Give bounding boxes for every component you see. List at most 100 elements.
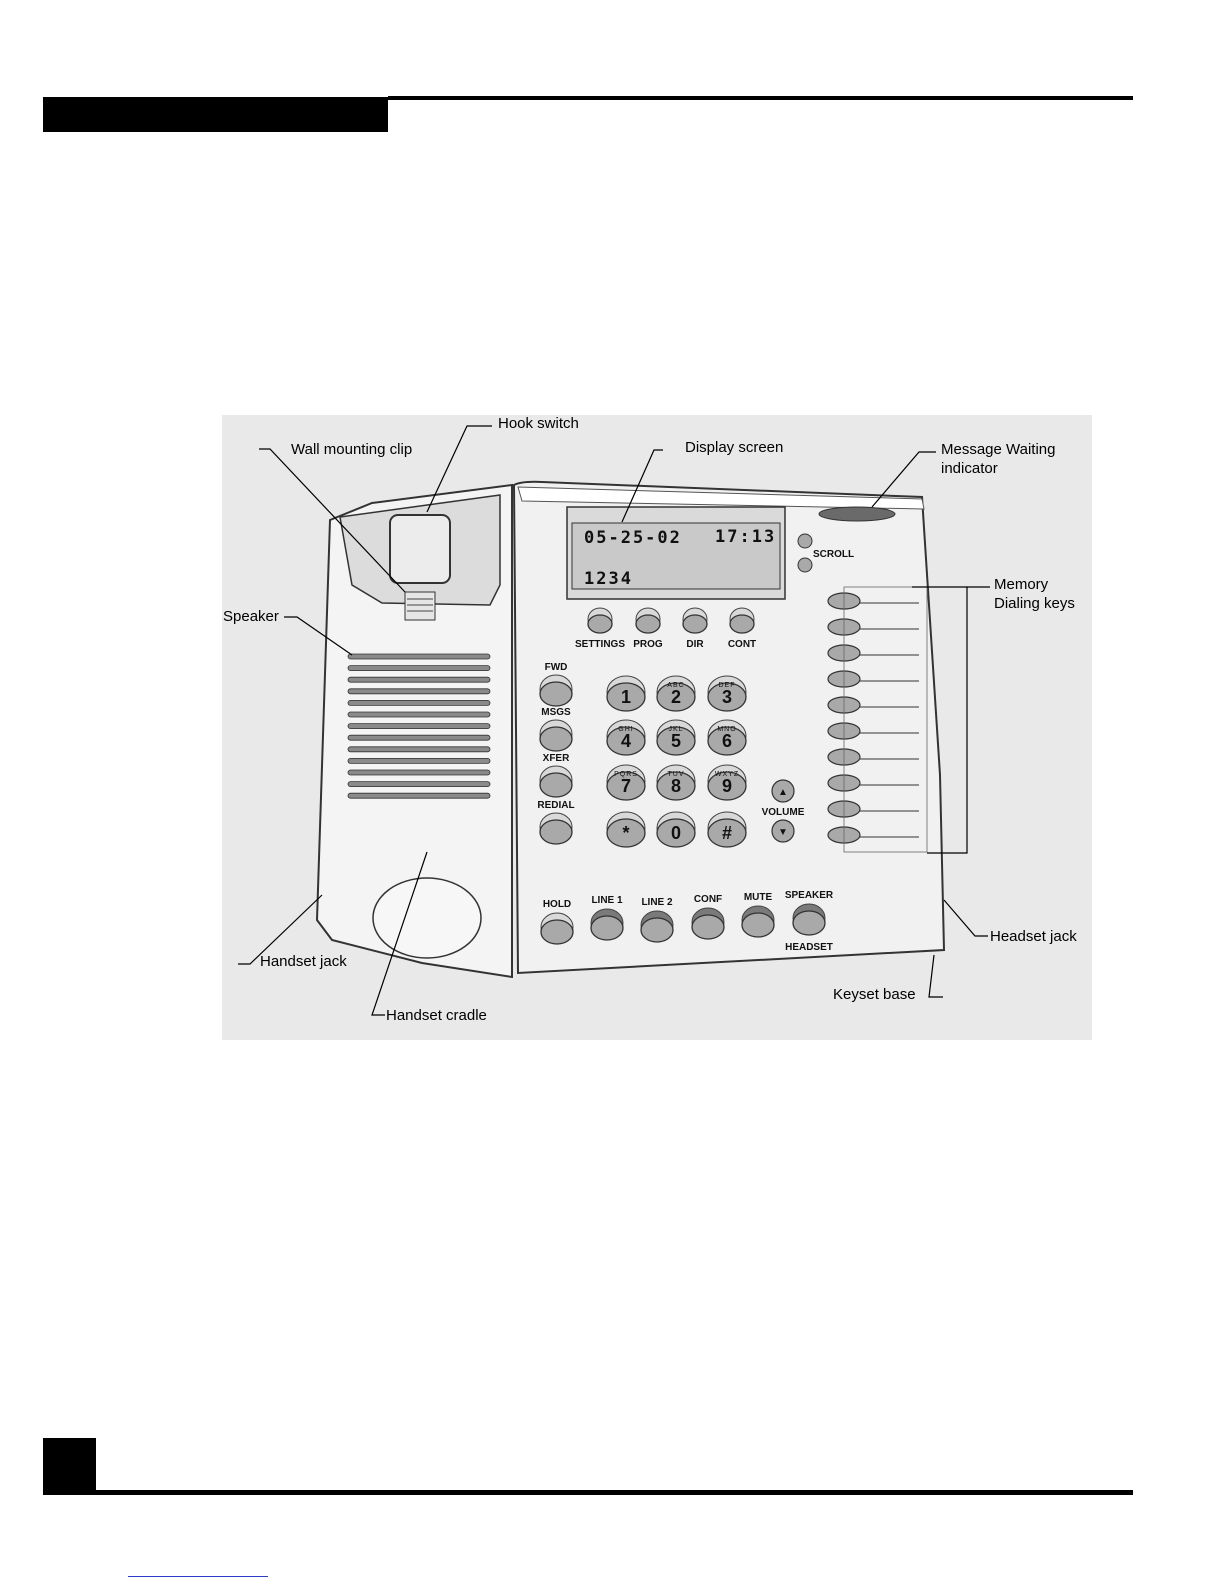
grille-slot <box>347 699 491 706</box>
grille-slot <box>347 769 491 776</box>
keypad-digit: * <box>622 823 629 843</box>
keypad-digit: 0 <box>671 823 681 843</box>
scroll-down-button[interactable] <box>797 557 813 573</box>
volume-down-icon: ▼ <box>778 827 788 838</box>
softkey-settings[interactable] <box>587 614 613 634</box>
display-date: 05-25-02 <box>584 528 682 548</box>
grille-slot <box>347 757 491 764</box>
bottom-key-hold[interactable] <box>540 919 574 945</box>
grille-slot <box>347 653 491 660</box>
scroll-up-button[interactable] <box>797 533 813 549</box>
volume-up-icon: ▲ <box>778 787 788 798</box>
keypad-digit: 1 <box>621 687 631 707</box>
keypad-key-4[interactable] <box>606 726 646 756</box>
grille-slot <box>347 734 491 741</box>
headset-label: HEADSET <box>785 942 833 953</box>
label-headset-jack: Headset jack <box>990 928 1077 945</box>
volume-down-button[interactable] <box>771 819 795 843</box>
grille-slot <box>347 711 491 718</box>
keypad-key-6[interactable] <box>707 726 747 756</box>
bottom-key-conf[interactable] <box>691 914 725 940</box>
bottom-key-label: LINE 1 <box>591 895 623 906</box>
label-handset-jack: Handset jack <box>260 953 347 970</box>
keypad-digit: 9 <box>722 776 732 796</box>
keypad-key-2[interactable] <box>656 682 696 712</box>
hook-switch[interactable] <box>389 514 451 584</box>
softkey-label: DIR <box>686 639 704 650</box>
bottom-key-label: MUTE <box>744 892 773 903</box>
function-key-label: XFER <box>543 753 570 764</box>
bottom-key-label: HOLD <box>543 899 571 910</box>
keypad-letters: WXYZ <box>715 771 739 778</box>
grille-slot <box>347 676 491 683</box>
bottom-key-label: SPEAKER <box>785 890 834 901</box>
function-key-fwd[interactable] <box>539 681 573 707</box>
label-memory: Memory <box>994 576 1049 593</box>
display-screen <box>571 522 781 590</box>
keypad-key-5[interactable] <box>656 726 696 756</box>
function-key-label: REDIAL <box>537 800 574 811</box>
bottom-key-line-1[interactable] <box>590 915 624 941</box>
keypad-digit: 4 <box>621 731 631 751</box>
bottom-key-label: CONF <box>694 894 722 905</box>
volume-label: VOLUME <box>762 807 805 818</box>
keypad-digit: 2 <box>671 687 681 707</box>
grille-slot <box>347 792 491 799</box>
keypad-key-11[interactable] <box>656 818 696 848</box>
keypad-digit: 5 <box>671 731 681 751</box>
softkey-prog[interactable] <box>635 614 661 634</box>
softkey-cont[interactable] <box>729 614 755 634</box>
label-memory-2: Dialing keys <box>994 595 1075 612</box>
function-key-msgs[interactable] <box>539 726 573 752</box>
message-waiting-indicator <box>818 506 896 522</box>
bottom-key-speaker[interactable] <box>792 910 826 936</box>
keyset-top-edge <box>517 486 925 510</box>
wall-mounting-clip <box>404 591 436 621</box>
function-key-xfer[interactable] <box>539 772 573 798</box>
softkey-label: CONT <box>728 639 756 650</box>
softkey-label: PROG <box>633 639 663 650</box>
keypad-key-10[interactable] <box>606 818 646 848</box>
leader-lines <box>238 425 990 1016</box>
function-key-label: FWD <box>545 662 568 673</box>
keypad-digit: 8 <box>671 776 681 796</box>
volume-up-button[interactable] <box>771 779 795 803</box>
label-keyset-base: Keyset base <box>833 986 916 1003</box>
header-tab <box>43 97 388 132</box>
keypad-letters: MNO <box>717 726 736 733</box>
label-speaker: Speaker <box>223 608 279 625</box>
keypad-digit: 3 <box>722 687 732 707</box>
keypad-digit: 6 <box>722 731 732 751</box>
keypad-key-7[interactable] <box>606 771 646 801</box>
bottom-key-mute[interactable] <box>741 912 775 938</box>
grille-slot <box>347 665 491 672</box>
keypad-key-3[interactable] <box>707 682 747 712</box>
keypad-letters: ABC <box>667 682 684 689</box>
keypad-letters: DEF <box>719 682 736 689</box>
grille-slot <box>347 746 491 753</box>
keypad-key-12[interactable] <box>707 818 747 848</box>
label-hook-switch: Hook switch <box>498 415 579 432</box>
softkey-dir[interactable] <box>682 614 708 634</box>
display-number: 1234 <box>584 569 633 589</box>
label-handset-cradle: Handset cradle <box>386 1007 487 1024</box>
footer-rule <box>43 1490 1133 1495</box>
header-rule <box>388 96 1133 100</box>
memory-key-panel <box>843 586 928 853</box>
function-key-redial[interactable] <box>539 819 573 845</box>
bottom-key-line-2[interactable] <box>640 917 674 943</box>
grille-slot <box>347 688 491 695</box>
keypad-digit: 7 <box>621 776 631 796</box>
scroll-label: SCROLL <box>813 549 854 560</box>
keypad-letters: JKL <box>668 726 683 733</box>
keypad-key-1[interactable] <box>606 682 646 712</box>
function-key-label: MSGS <box>541 707 571 718</box>
grille-slot <box>347 723 491 730</box>
handset-section <box>315 483 513 979</box>
footer-tab <box>43 1438 96 1495</box>
keypad-key-8[interactable] <box>656 771 696 801</box>
keypad-key-9[interactable] <box>707 771 747 801</box>
